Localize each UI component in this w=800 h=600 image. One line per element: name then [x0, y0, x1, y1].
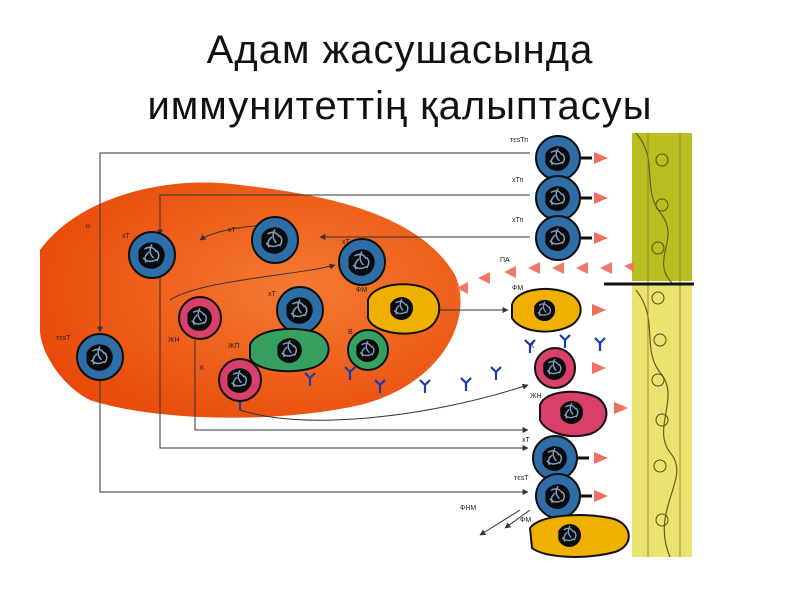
label-fnm: ФНМ	[460, 505, 476, 512]
label-fm-right: ФМ	[512, 285, 523, 292]
t-cell-left	[76, 333, 124, 381]
label-testTp: тєѕТп	[510, 137, 528, 144]
t-cell-right-4	[532, 435, 608, 481]
label-zhp: ЖП	[228, 343, 240, 350]
label-testT-right: тєѕТ	[514, 475, 529, 482]
label-fm-center: ФМ	[356, 287, 367, 294]
t-cell-right-1	[535, 135, 608, 181]
label-xTp-2: хТп	[512, 217, 523, 224]
label-xTp-1: хТп	[512, 177, 523, 184]
label-u: u	[86, 223, 90, 230]
t-cell-sphere-1	[128, 231, 176, 279]
t-cell-sphere-3	[338, 238, 386, 286]
label-xT-right: хТ	[522, 437, 531, 444]
pink-cell-right-2	[539, 390, 628, 438]
label-fm-bottom: ФМ	[520, 517, 531, 524]
macrophage-right	[511, 287, 606, 333]
green-cell-sphere-2	[347, 329, 389, 371]
pink-cell-right-1	[534, 347, 606, 389]
label-k-center: К	[200, 365, 205, 372]
routes	[97, 152, 531, 536]
epithelium-strip	[632, 132, 692, 558]
pink-cell-sphere-1	[178, 296, 222, 340]
label-xT-3: хТ	[342, 239, 351, 246]
label-zhn-center: ЖН	[168, 337, 180, 344]
label-v: В	[348, 329, 353, 336]
title-line-1: Адам жасушасында	[206, 28, 594, 72]
green-cell-sphere-1	[249, 327, 330, 373]
t-cell-right-2	[535, 175, 608, 221]
label-k-right: К	[530, 343, 535, 350]
label-xT-4: хТ	[268, 291, 277, 298]
macrophage-bottom	[528, 514, 630, 558]
macrophage-sphere	[367, 283, 441, 335]
t-cell-right-5	[535, 473, 608, 519]
pink-cell-sphere-2	[218, 358, 262, 402]
t-cell-sphere-4	[276, 286, 324, 334]
antigen-arrows	[456, 262, 634, 294]
label-zhn-right: ЖН	[530, 393, 542, 400]
label-testT-left: тєѕТ	[56, 335, 71, 342]
t-cell-sphere-2	[251, 216, 299, 264]
t-cell-right-3	[535, 215, 608, 261]
label-xT-2: хТ	[228, 227, 237, 234]
title-line-2: иммунитеттің қалыптасуы	[147, 84, 653, 128]
label-xT-1: хТ	[122, 233, 131, 240]
label-pa: ПА	[500, 257, 510, 264]
